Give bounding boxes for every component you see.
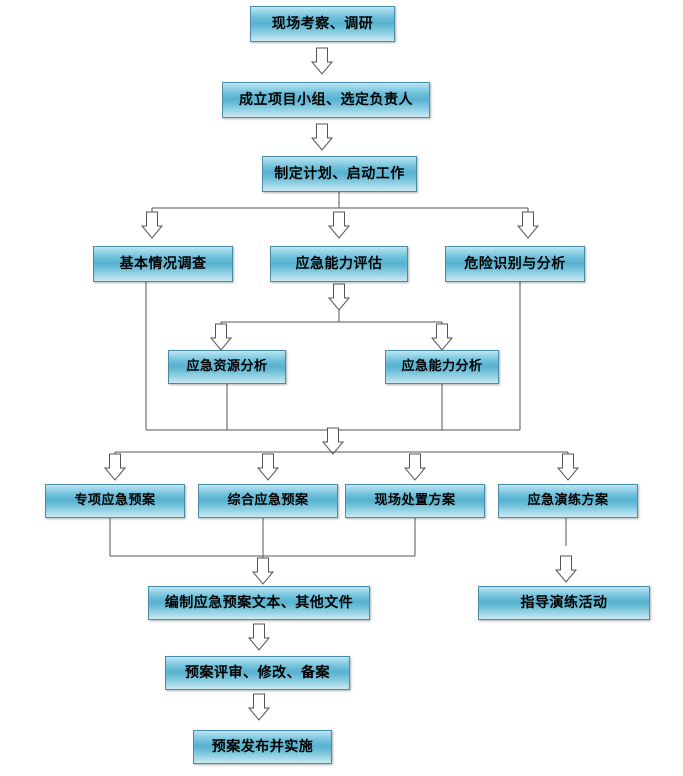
node-comprehensive-emergency-plan[interactable]: 综合应急预案 xyxy=(198,484,338,518)
node-label: 现场处置方案 xyxy=(374,493,456,509)
edge-merge-plans-to-document xyxy=(109,518,416,585)
node-label: 成立项目小组、选定负责人 xyxy=(239,91,413,108)
node-label: 应急资源分析 xyxy=(186,359,268,375)
node-basic-situation-investigation[interactable]: 基本情况调查 xyxy=(93,246,233,282)
node-label: 现场考察、调研 xyxy=(271,15,374,32)
node-emergency-drill-plan[interactable]: 应急演练方案 xyxy=(498,484,638,518)
node-emergency-capability-analysis[interactable]: 应急能力分析 xyxy=(385,350,499,384)
edge-fanout-plan-to-surveys xyxy=(141,192,539,239)
edge-fanout-to-plan-boxes xyxy=(104,451,579,481)
node-label: 专项应急预案 xyxy=(74,493,156,509)
node-make-plan-start-work[interactable]: 制定计划、启动工作 xyxy=(262,156,417,192)
edge-arrow-document-to-review xyxy=(248,623,270,651)
node-emergency-capability-assessment[interactable]: 应急能力评估 xyxy=(270,246,408,282)
node-site-survey[interactable]: 现场考察、调研 xyxy=(250,6,395,42)
node-label: 制定计划、启动工作 xyxy=(274,165,405,182)
node-label: 预案发布并实施 xyxy=(211,738,314,755)
edge-arrow-team-to-plan xyxy=(311,123,333,151)
node-label: 应急能力评估 xyxy=(295,255,383,272)
node-label: 综合应急预案 xyxy=(227,493,309,509)
edge-fanout-capability-to-analysis xyxy=(210,283,453,351)
node-label: 应急演练方案 xyxy=(527,493,609,509)
edge-arrow-review-to-release xyxy=(248,693,270,721)
node-hazard-identification-analysis[interactable]: 危险识别与分析 xyxy=(445,246,585,282)
node-label: 编制应急预案文本、其他文件 xyxy=(164,594,354,611)
node-on-site-disposal-plan[interactable]: 现场处置方案 xyxy=(345,484,485,518)
node-emergency-resource-analysis[interactable]: 应急资源分析 xyxy=(168,350,286,384)
node-guide-drill-activities[interactable]: 指导演练活动 xyxy=(478,586,650,620)
edge-merge-to-plan-types xyxy=(145,282,521,455)
edge-arrow-drill-to-guidance xyxy=(555,518,577,583)
node-plan-review-revise-file[interactable]: 预案评审、修改、备案 xyxy=(165,656,350,690)
node-compile-plan-documents[interactable]: 编制应急预案文本、其他文件 xyxy=(148,586,370,620)
node-label: 危险识别与分析 xyxy=(464,255,566,272)
node-plan-release-implement[interactable]: 预案发布并实施 xyxy=(193,730,332,764)
edge-arrow-survey-to-team xyxy=(311,47,333,75)
node-label: 基本情况调查 xyxy=(119,255,207,272)
node-label: 指导演练活动 xyxy=(520,594,608,611)
node-label: 应急能力分析 xyxy=(401,359,483,375)
node-label: 预案评审、修改、备案 xyxy=(185,664,330,681)
node-form-project-team[interactable]: 成立项目小组、选定负责人 xyxy=(222,82,430,118)
node-special-emergency-plan[interactable]: 专项应急预案 xyxy=(45,484,185,518)
